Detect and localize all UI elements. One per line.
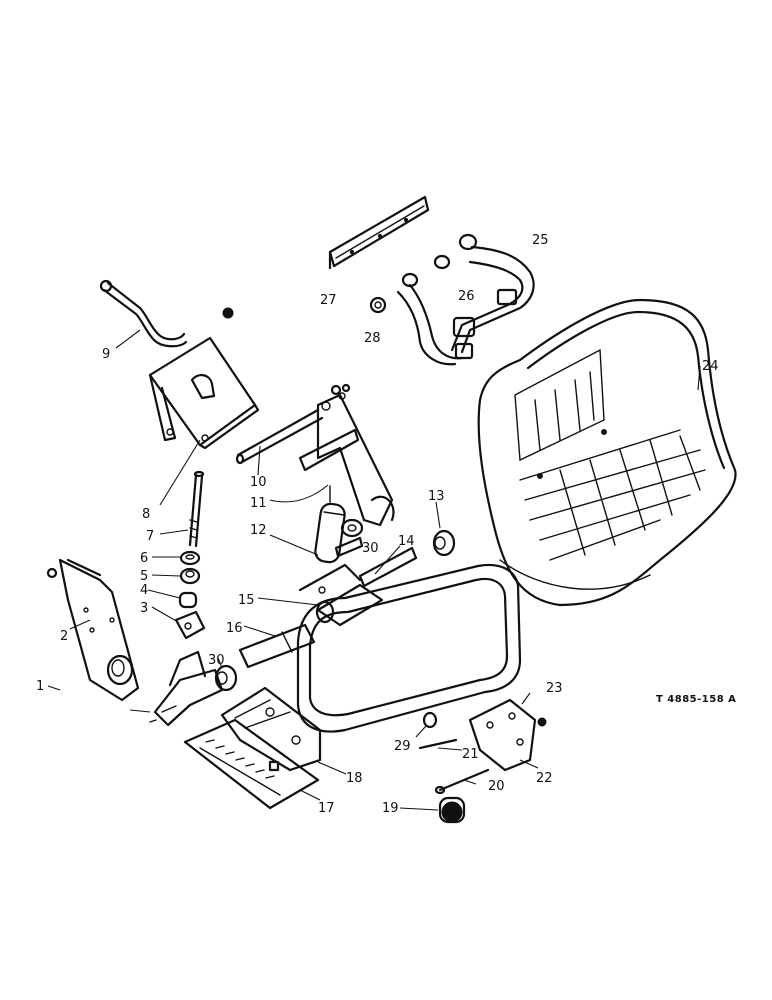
part-3-block [151,606,206,640]
part-25-support-tube [396,233,535,366]
callout-21: 21 [462,747,479,762]
part-17-plate [183,718,321,810]
callout-8: 8 [142,507,150,522]
part-28-nut [369,296,387,314]
callout-30-lower: 30 [208,653,225,668]
part-12-damper [269,502,364,564]
part-6-washer [152,550,201,566]
callout-2: 2 [60,629,68,644]
part-27-rail [328,195,430,270]
callout-1: 1 [36,679,44,694]
callout-25: 25 [532,233,549,248]
callout-10: 10 [250,475,267,490]
callout-19: 19 [382,801,399,816]
drawing-reference: T 4885-158 A [656,694,736,705]
callout-29: 29 [394,739,411,754]
callout-16: 16 [226,621,243,636]
part-9-lever [99,279,188,349]
callout-26: 26 [458,289,475,304]
part-20-bolt [434,768,490,795]
knob-icon [222,307,234,319]
part-1-spindle [129,650,224,727]
part-19-grommet [399,796,466,824]
part-30-collar-upper [334,536,364,558]
part-14-shaft [358,545,418,588]
part-21-pin [418,738,463,751]
part-7-bolt [159,470,205,548]
callout-18: 18 [346,771,363,786]
callout-20: 20 [488,779,505,794]
callout-5: 5 [140,569,148,584]
part-16-sleeve [238,623,316,669]
part-26-block [452,316,476,338]
callout-23: 23 [546,681,563,696]
callout-11: 11 [250,496,267,511]
callout-4: 4 [140,583,148,598]
part-2-plate [46,558,140,702]
callout-13: 13 [428,489,445,504]
part-13-bushing [432,501,456,557]
part-22-bracket [468,698,539,772]
callout-17: 17 [318,801,335,816]
part-11-arm [269,383,395,527]
part-5-spacer [151,567,201,585]
part-18-bracket [220,686,347,775]
callout-28: 28 [364,331,381,346]
callout-14: 14 [398,534,415,549]
part-29-bushing [415,711,438,738]
callout-27: 27 [320,293,337,308]
part-23-nut [521,692,547,727]
callout-15: 15 [238,593,255,608]
part-10-rod [235,408,324,476]
callout-30-upper: 30 [362,541,379,556]
callout-22: 22 [536,771,553,786]
callout-3: 3 [140,601,148,616]
callout-7: 7 [146,529,154,544]
callout-12: 12 [250,523,267,538]
part-24-seat [477,298,737,607]
part-1-leader [47,685,61,691]
part-4-bushing [147,589,198,609]
callout-9: 9 [102,347,110,362]
callout-6: 6 [140,551,148,566]
seat-frame-loop [296,563,522,733]
callout-24: 24 [702,359,719,374]
part-8-cover [148,336,260,506]
